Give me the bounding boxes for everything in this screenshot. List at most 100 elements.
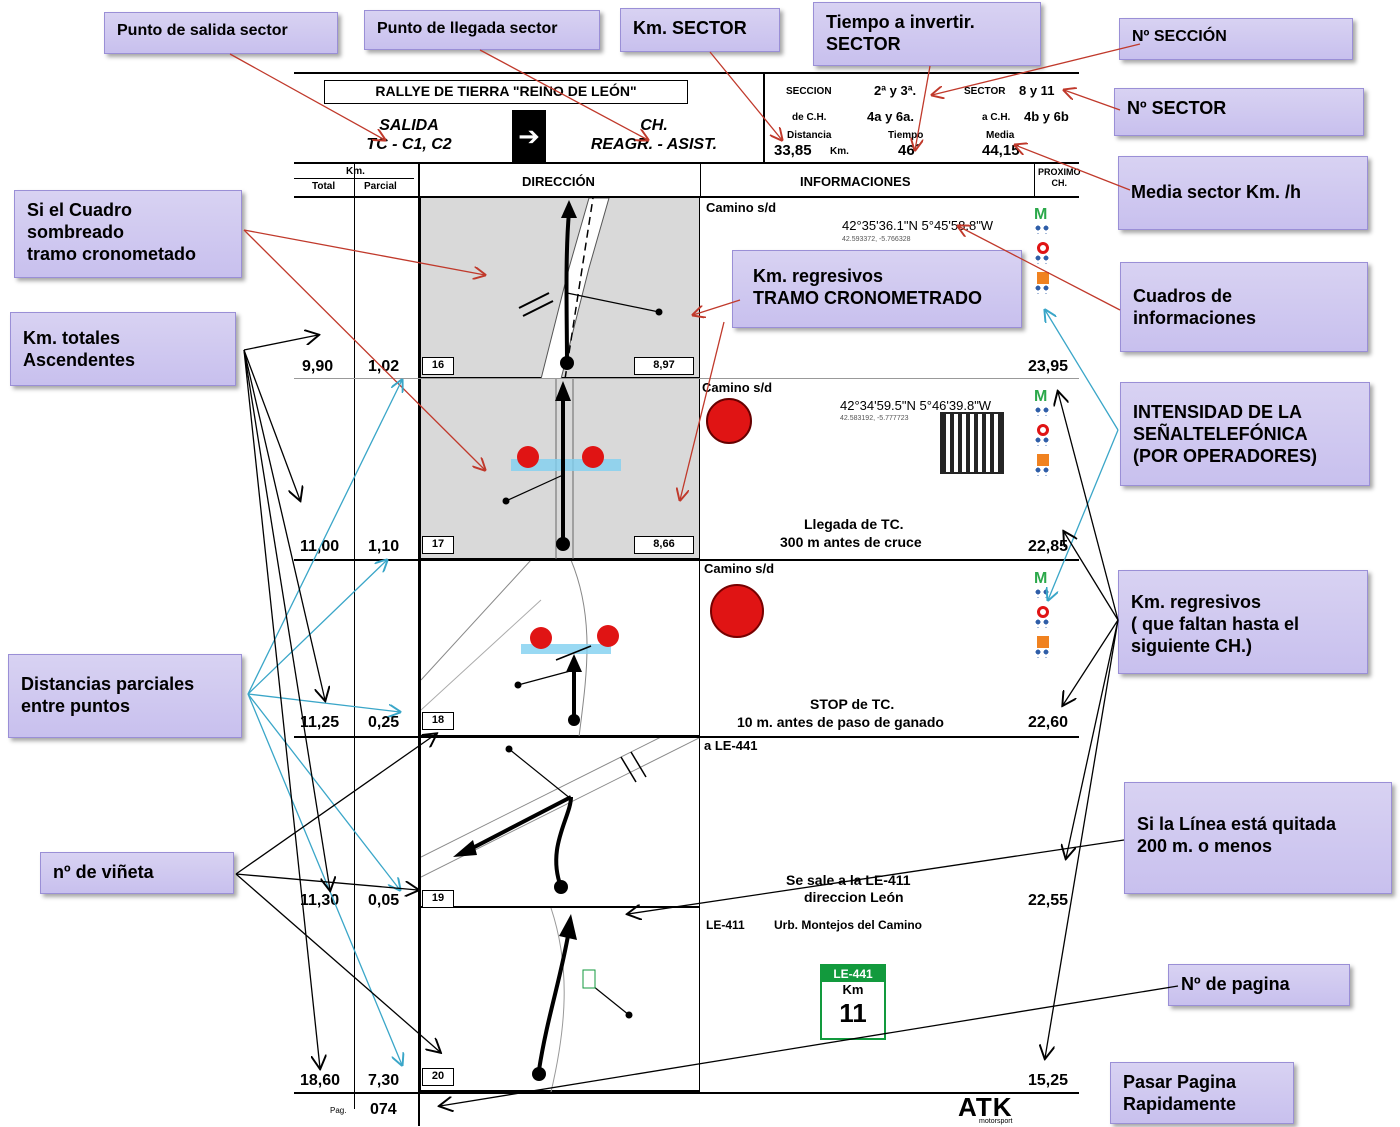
callout-km-totales: Km. totales Ascendentes <box>10 312 236 386</box>
row-18-note1: STOP de TC. <box>810 696 895 712</box>
signal-bars-icon <box>1034 648 1050 658</box>
row-19-extra-right: Urb. Montejos del Camino <box>774 918 923 932</box>
row-16-total: 9,90 <box>302 358 334 375</box>
row-19-ch: 22,55 <box>1028 892 1069 909</box>
col-total: Total <box>312 181 336 192</box>
le441-road-sign: LE-441 Km 11 <box>820 964 886 1040</box>
signal-bars-icon <box>1034 224 1050 234</box>
row-17-coords: 42°34'59.5"N 5°46'39.8"W <box>840 398 992 413</box>
media-value: 44,15 <box>982 142 1020 159</box>
footer-pag-label: Pag. <box>330 1106 347 1115</box>
callout-n-seccion: Nº SECCIÓN <box>1119 18 1353 60</box>
seccion-value: 2ª y 3ª. <box>874 83 917 98</box>
row-16-coords-small: 42.593372, -5.766328 <box>842 236 911 243</box>
vineta-17-diagram <box>502 379 621 560</box>
distancia-label: Distancia <box>787 130 832 141</box>
signal-bars-icon <box>1034 254 1050 264</box>
row-18-total: 11,25 <box>300 714 340 731</box>
row-18-parcial: 0,25 <box>368 714 400 731</box>
movistar-icon: M <box>1034 570 1048 587</box>
row-16-number: 16 <box>422 357 454 375</box>
callout-pagina: Nº de pagina <box>1168 964 1350 1006</box>
row-16-regresivo: 8,97 <box>634 357 694 375</box>
vineta-20-diagram <box>532 907 633 1093</box>
callout-pasar-pagina: Pasar Pagina Rapidamente <box>1110 1062 1294 1124</box>
row-17-note2: 300 m antes de cruce <box>780 534 922 550</box>
vineta-16-direction <box>420 197 700 380</box>
row-19-road: a LE-441 <box>704 738 758 753</box>
vineta-18-diagram <box>420 559 619 738</box>
orange-icon <box>1037 272 1049 284</box>
row-19-note1: Se sale a la LE-411 <box>786 872 911 888</box>
atk-logo: ATK motorsport <box>958 1092 1013 1125</box>
ach-value: 4b y 6b <box>1024 109 1069 124</box>
row-17-coords-small: 42.583192, -5.777723 <box>840 415 909 422</box>
distancia-value: 33,85 <box>774 142 812 159</box>
col-sep-2 <box>418 164 420 1126</box>
direction-arrow-icon: ➔ <box>512 110 546 164</box>
tiempo-label: Tiempo <box>888 130 924 141</box>
row-19-parcial: 0,05 <box>368 892 400 909</box>
row-16-coords: 42°35'36.1"N 5°45'58.8"W <box>842 218 994 233</box>
roadbook-page: RALLYE DE TIERRA "REINO DE LEÓN" SALIDA … <box>294 72 1081 1126</box>
row-16-parcial: 1,02 <box>368 358 400 375</box>
row-19-total: 11,30 <box>300 892 340 909</box>
callout-linea-quitada: Si la Línea está quitada 200 m. o menos <box>1124 782 1392 894</box>
signal-bars-icon <box>1034 406 1050 416</box>
callout-km-regresivos-ch: Km. regresivos ( que faltan hasta el sig… <box>1118 570 1368 674</box>
orange-icon <box>1037 636 1049 648</box>
row-20-ch: 15,25 <box>1028 1072 1069 1089</box>
rally-title: RALLYE DE TIERRA "REINO DE LEÓN" <box>375 83 637 99</box>
km-unit: Km. <box>830 146 849 157</box>
dech-label: de C.H. <box>792 112 827 123</box>
row-20-parcial: 7,30 <box>368 1072 400 1089</box>
col-proximo-ch: PROXIMO CH. <box>1038 167 1081 188</box>
operator-icons-16: M <box>1034 206 1056 336</box>
vineta-16-diagram <box>518 197 663 380</box>
callout-km-regresivos-tc: Km. regresivos TRAMO CRONOMETRADO <box>732 250 1022 328</box>
row-18-number: 18 <box>422 712 454 730</box>
row-19-number: 19 <box>422 890 454 908</box>
operator-icons-17: M <box>1034 388 1056 518</box>
col-sep-1 <box>354 164 355 1109</box>
orange-icon <box>1037 454 1049 466</box>
tiempo-value: 46´ <box>898 142 920 159</box>
header-rule <box>294 162 1079 164</box>
llegada-label: CH. REAGR. - ASIST. <box>590 117 718 153</box>
vineta-20-direction <box>420 907 700 1093</box>
row-20-total: 18,60 <box>300 1072 341 1089</box>
row-20-number: 20 <box>422 1068 454 1086</box>
sector-label: SECTOR <box>964 86 1006 97</box>
vineta-17-direction <box>420 379 700 560</box>
col-header-rule <box>294 196 1079 198</box>
callout-punto-salida: Punto de salida sector <box>104 12 338 54</box>
row-rule-16 <box>294 378 1079 379</box>
col-sep-3 <box>700 164 701 198</box>
seccion-label: SECCION <box>786 86 832 97</box>
row-rule-17 <box>294 559 1079 561</box>
sign-km-label: Km <box>842 982 864 997</box>
operator-icons-18: M <box>1034 570 1056 700</box>
callout-sombreado: Si el Cuadro sombreado tramo cronometado <box>14 190 242 278</box>
qr-code-icon <box>940 412 1004 474</box>
callout-vineta: nº de viñeta <box>40 852 234 894</box>
signal-bars-icon <box>1034 466 1050 476</box>
row-16-road: Camino s/d <box>706 200 777 215</box>
callout-n-sector: Nº SECTOR <box>1114 88 1364 136</box>
callout-intensidad: INTENSIDAD DE LA SEÑALTELEFÓNICA (POR OP… <box>1120 382 1370 486</box>
signal-bars-icon <box>1034 436 1050 446</box>
vodafone-icon <box>1037 606 1049 618</box>
signal-bars-icon <box>1034 588 1050 598</box>
callout-cuadros-info: Cuadros de informaciones <box>1120 262 1368 352</box>
col-direccion: DIRECCIÓN <box>522 174 595 189</box>
callout-parciales: Distancias parciales entre puntos <box>8 654 242 738</box>
row-18-road: Camino s/d <box>704 561 775 576</box>
callout-media: Media sector Km. /h <box>1118 156 1368 230</box>
checkered-flag-icon <box>706 398 752 444</box>
vodafone-icon <box>1037 242 1049 254</box>
movistar-icon: M <box>1034 206 1048 223</box>
media-label: Media <box>986 130 1015 141</box>
col-sep-4 <box>1034 164 1035 198</box>
vineta-18-direction <box>420 559 700 738</box>
sector-value: 8 y 11 <box>1019 83 1055 98</box>
